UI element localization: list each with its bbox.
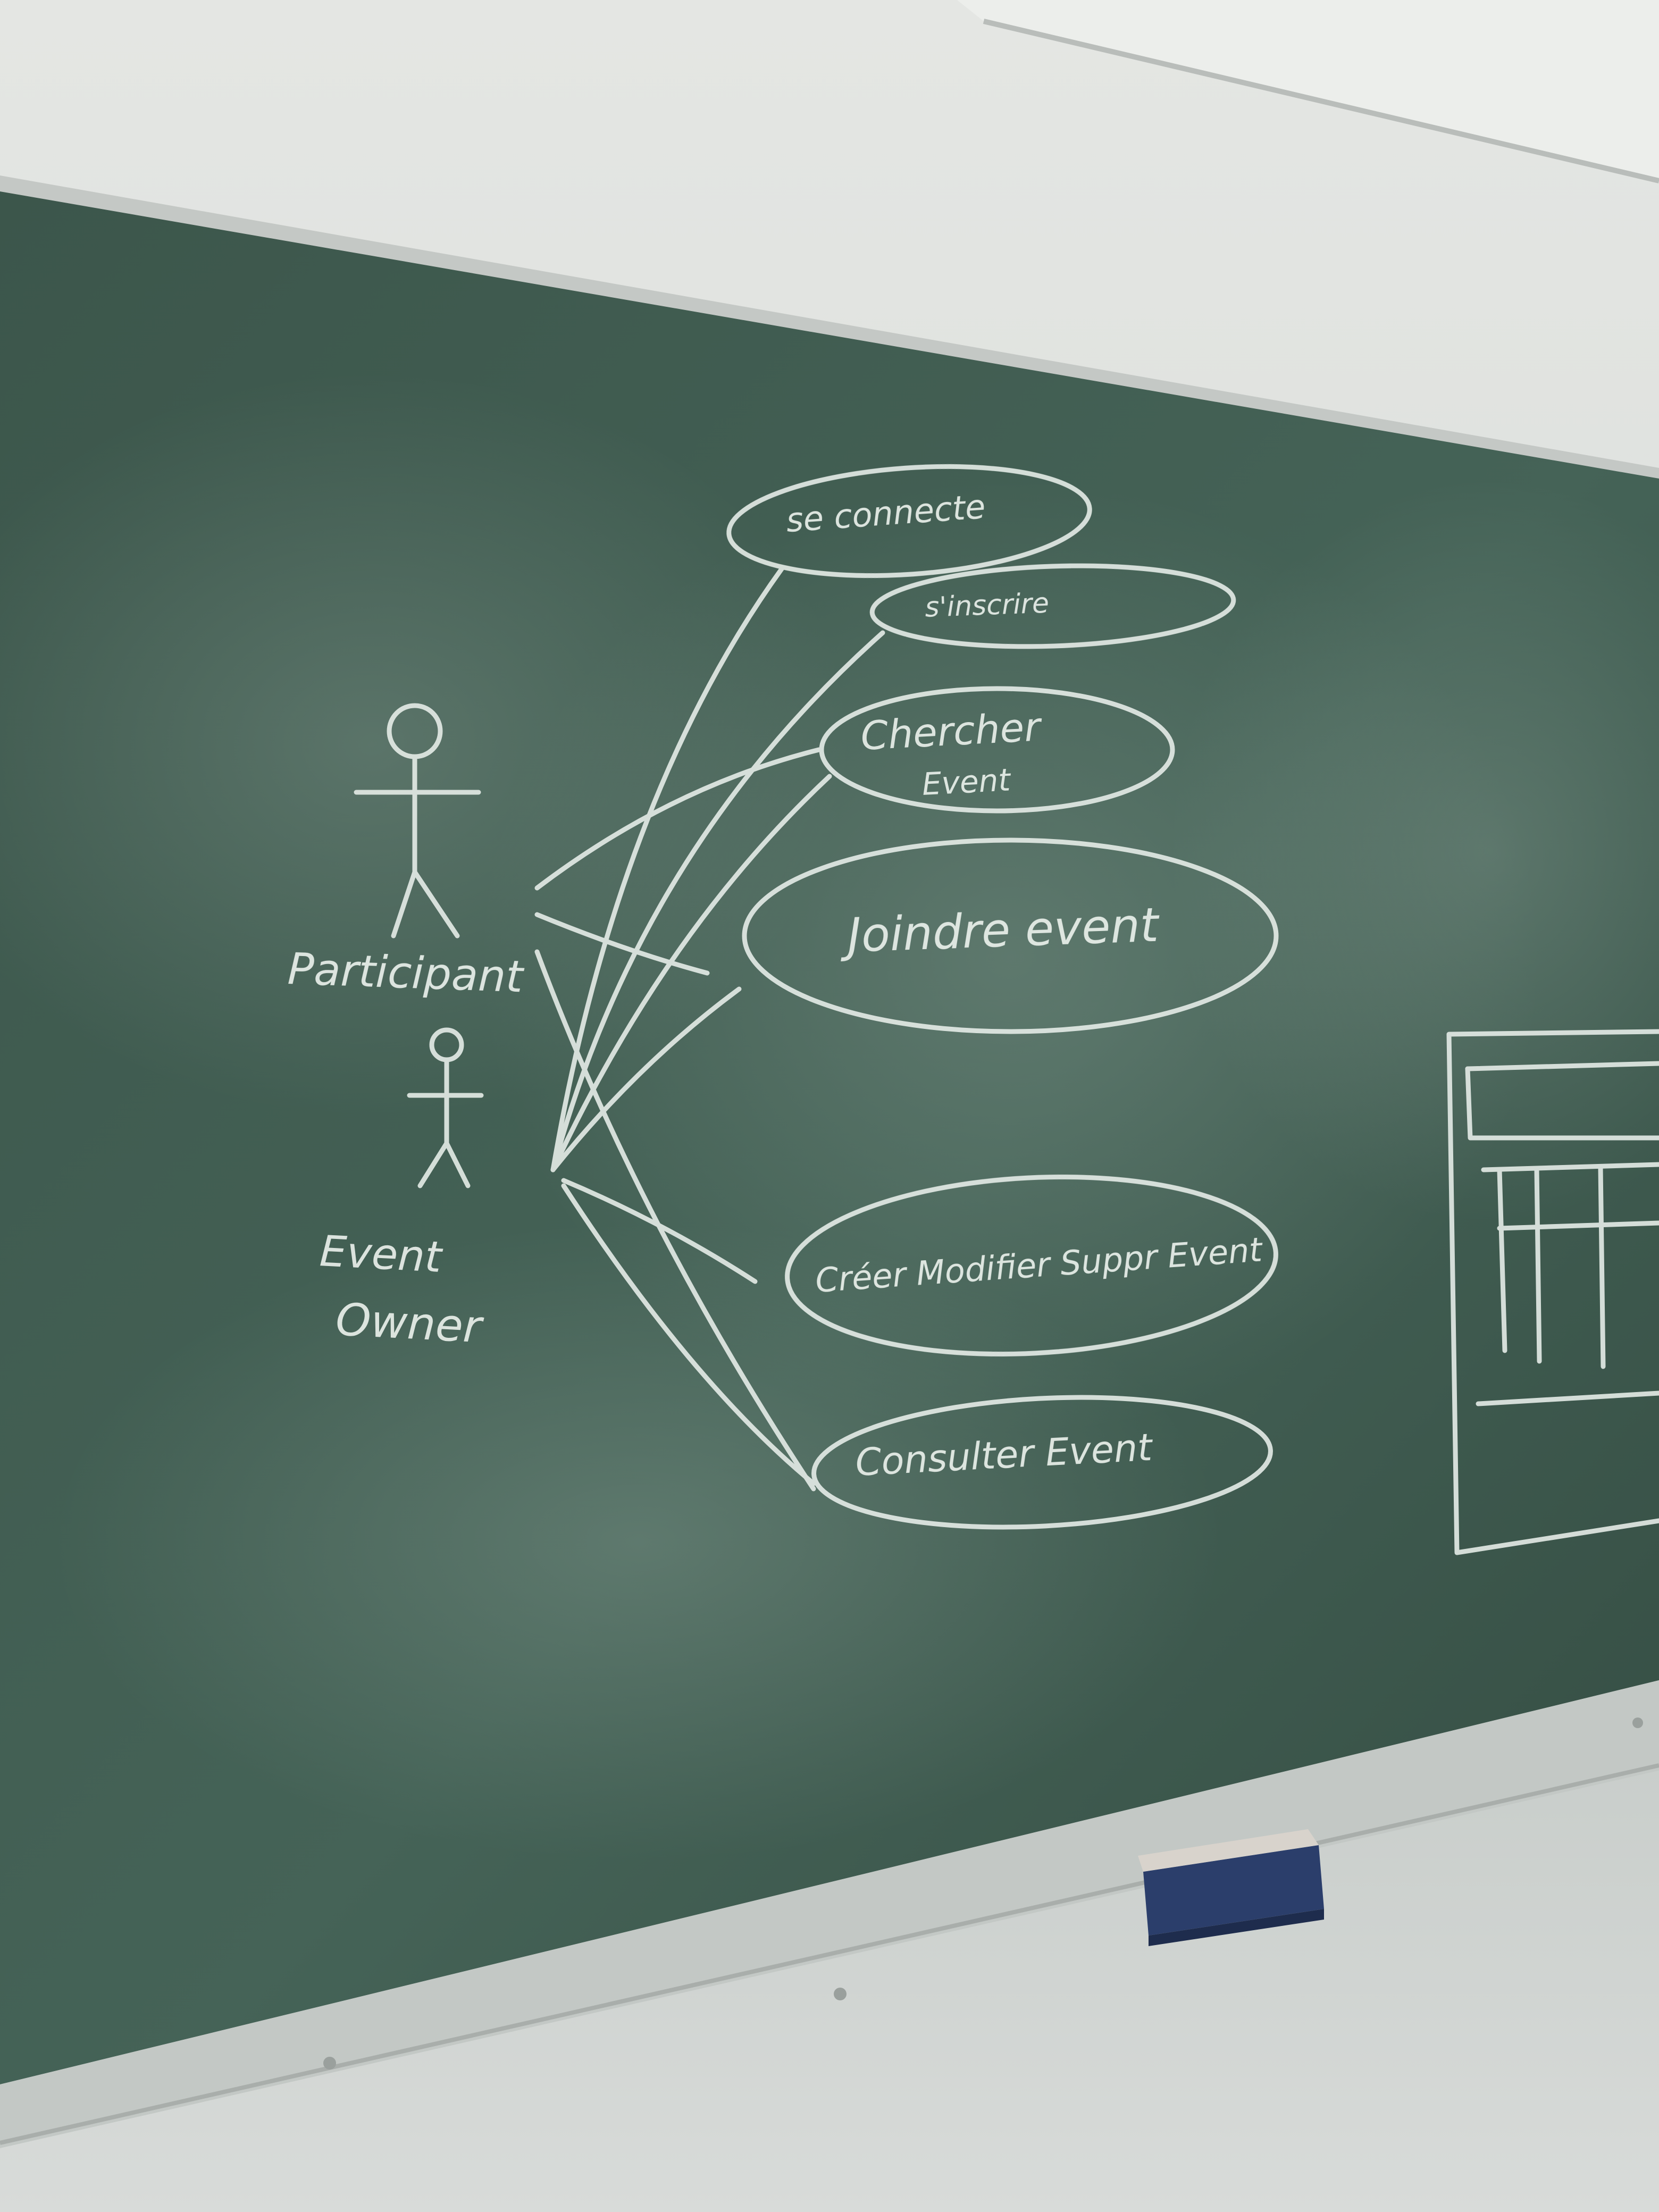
use-case-ellipse-4 xyxy=(742,837,1279,1034)
use-case-3-label-line1: Chercher xyxy=(859,704,1044,759)
association-line xyxy=(550,566,784,1172)
eraser-icon xyxy=(1138,1829,1324,1946)
screw xyxy=(834,1988,847,2000)
smudge xyxy=(53,1223,1223,1861)
association-line xyxy=(550,630,885,1172)
use-case-diagram xyxy=(354,464,1659,1555)
actor-participant-figure xyxy=(354,703,481,939)
board-frame-top xyxy=(0,175,1659,481)
screw xyxy=(1632,1717,1643,1728)
use-case-ellipse-2 xyxy=(869,563,1236,649)
wireframe-sketch xyxy=(1446,1029,1659,1555)
use-case-4-label: Joindre event xyxy=(839,898,1161,963)
association-line xyxy=(534,949,816,1492)
use-case-ellipse-1 xyxy=(726,464,1092,579)
use-case-2-label: s'inscrire xyxy=(924,588,1050,624)
association-line xyxy=(561,1183,816,1486)
actor-owner-label-line1: Event xyxy=(319,1226,444,1282)
ceiling xyxy=(957,0,1659,181)
chalk-tray xyxy=(0,1680,1659,2148)
association-line xyxy=(550,986,742,1172)
actor-owner-figure xyxy=(407,1027,484,1188)
actor-owner-label-line2: Owner xyxy=(334,1293,485,1353)
use-case-3-label-line2: Event xyxy=(921,761,1012,802)
screw xyxy=(323,2057,336,2069)
use-case-ellipse-3 xyxy=(819,686,1175,814)
association-line xyxy=(534,912,710,976)
use-case-ellipse-5 xyxy=(785,1174,1278,1357)
ceiling-edge xyxy=(983,19,1659,183)
smudge xyxy=(1170,479,1659,1223)
use-case-ellipse-6 xyxy=(811,1395,1273,1530)
tray-edge xyxy=(0,1763,1659,2145)
association-line xyxy=(534,747,822,891)
association-line xyxy=(550,774,832,1172)
actor-participant-label: Participant xyxy=(287,944,525,1002)
actor-labels: Participant Event Owner xyxy=(287,944,525,1353)
